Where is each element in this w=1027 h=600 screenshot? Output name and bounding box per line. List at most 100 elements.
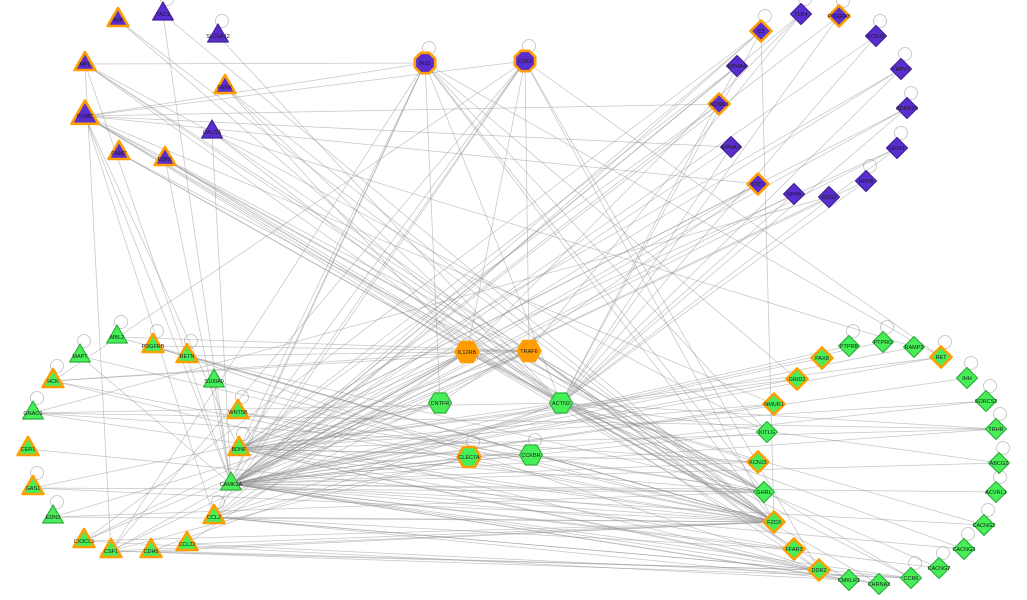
- edge-camk2a-abcg2: [230, 462, 1000, 485]
- node-label-ddr2: DDR2: [812, 568, 827, 574]
- edge-csf2-ccl2: [213, 60, 526, 518]
- node-cdh5[interactable]: [139, 537, 163, 559]
- node-mbl2[interactable]: [105, 324, 129, 344]
- node-kcnj5[interactable]: [864, 24, 888, 48]
- node-pdgfrb[interactable]: [141, 332, 165, 354]
- node-cacng3[interactable]: [952, 537, 976, 561]
- node-edn3[interactable]: [41, 504, 65, 524]
- node-label-adra2a: ADRA2A: [896, 106, 918, 112]
- node-csf2[interactable]: [513, 49, 537, 73]
- edge-camk2a-kcnj3: [230, 461, 759, 485]
- node-ccr6[interactable]: [899, 566, 923, 590]
- node-bdnf[interactable]: [227, 435, 251, 457]
- self-loop-sorcs2: [983, 379, 997, 393]
- node-epha7[interactable]: [719, 135, 743, 159]
- node-ccl22[interactable]: [175, 530, 199, 552]
- node-csf1[interactable]: [99, 537, 123, 559]
- node-mapt[interactable]: [68, 343, 92, 363]
- node-gria1[interactable]: [885, 136, 909, 160]
- node-label-il12rb: IL12RB: [458, 350, 477, 356]
- node-nppa[interactable]: [782, 182, 806, 206]
- node-calca[interactable]: [201, 119, 223, 139]
- node-cacng7[interactable]: [927, 556, 951, 580]
- node-mpl[interactable]: [73, 50, 97, 72]
- node-fzd3[interactable]: [762, 510, 786, 534]
- node-cntfr[interactable]: [427, 392, 453, 414]
- edge-csf2-hck: [52, 60, 526, 382]
- node-rgs2[interactable]: [817, 185, 841, 209]
- node-ddr2[interactable]: [807, 558, 831, 582]
- node-kitlg[interactable]: [755, 420, 779, 444]
- self-loop-trpv1: [898, 47, 912, 61]
- node-ccl2[interactable]: [202, 503, 226, 525]
- node-nppb[interactable]: [854, 169, 878, 193]
- node-tac1[interactable]: [152, 1, 174, 21]
- node-irs1[interactable]: [413, 51, 437, 75]
- node-tlr4[interactable]: [789, 2, 813, 26]
- node-label-epha4: EPHA4: [728, 64, 746, 70]
- node-traf6[interactable]: [516, 339, 542, 363]
- node-label-ihh: IHH: [962, 376, 972, 382]
- edge-gria1-actn2: [560, 147, 898, 404]
- node-chrna3[interactable]: [867, 572, 891, 596]
- edge-actn2-kcnj3: [560, 402, 759, 463]
- edge-traf6-camk2a: [230, 350, 530, 485]
- edge-nppa-camk2a: [230, 193, 795, 485]
- node-cx3cl1[interactable]: [72, 527, 96, 549]
- node-il12rb[interactable]: [454, 340, 480, 364]
- node-cacng2[interactable]: [972, 513, 996, 537]
- node-gas1[interactable]: [21, 474, 45, 496]
- node-label-ptpro: PTPRO: [874, 340, 894, 346]
- node-grid2[interactable]: [785, 367, 809, 391]
- node-ghrl[interactable]: [752, 480, 776, 504]
- node-retn[interactable]: [175, 342, 199, 364]
- node-avp[interactable]: [106, 6, 130, 28]
- node-s100a9[interactable]: [203, 368, 225, 388]
- node-clec7a[interactable]: [456, 445, 482, 469]
- node-trpv1[interactable]: [889, 57, 913, 81]
- node-label-camk2a: CAMK2A: [220, 482, 243, 488]
- node-actn2[interactable]: [548, 392, 574, 414]
- node-cckbr[interactable]: [518, 444, 544, 466]
- node-penk[interactable]: [213, 73, 237, 95]
- node-epha4[interactable]: [725, 54, 749, 78]
- edge-nppb-actn2: [560, 180, 867, 404]
- edge-c3-fzd3: [760, 30, 775, 523]
- node-ret[interactable]: [929, 345, 953, 369]
- node-pax8[interactable]: [810, 346, 834, 370]
- edge-wnt5b-fzd3: [237, 411, 775, 523]
- node-slc6a12[interactable]: [207, 23, 229, 43]
- node-acvrl1[interactable]: [984, 480, 1008, 504]
- edge-camk2a-cacng3: [230, 483, 965, 550]
- node-gnao1[interactable]: [22, 400, 45, 420]
- node-kcnk3[interactable]: [707, 92, 731, 116]
- node-cmklr1[interactable]: [837, 568, 861, 592]
- node-label-trhr: TRHR: [988, 427, 1003, 433]
- node-ptger3[interactable]: [827, 4, 851, 28]
- node-ptprb[interactable]: [837, 334, 861, 358]
- node-ptpro[interactable]: [871, 330, 895, 354]
- node-hck[interactable]: [41, 367, 65, 389]
- node-camk2a[interactable]: [220, 471, 242, 491]
- edge-actn2-cacng2: [560, 402, 985, 526]
- node-trhr[interactable]: [984, 417, 1008, 441]
- node-edn1[interactable]: [153, 145, 177, 167]
- node-cer1[interactable]: [16, 435, 40, 457]
- node-sorcs2[interactable]: [974, 389, 998, 413]
- node-nmur1[interactable]: [762, 392, 786, 416]
- node-ffar3[interactable]: [782, 537, 806, 561]
- node-abcg2[interactable]: [987, 451, 1011, 475]
- edge-epha4-bdnf: [238, 65, 738, 450]
- node-ramp3[interactable]: [902, 335, 926, 359]
- node-stc1[interactable]: [746, 172, 770, 196]
- node-ihh[interactable]: [955, 366, 979, 390]
- node-pnmt[interactable]: [107, 139, 131, 161]
- node-label-abcg2: ABCG2: [990, 461, 1009, 467]
- node-c3[interactable]: [749, 19, 773, 43]
- node-pomc[interactable]: [70, 99, 100, 126]
- edge-bdnf-kcnj3: [238, 448, 759, 463]
- node-wnt5b[interactable]: [226, 398, 250, 420]
- node-adra2a[interactable]: [895, 96, 919, 120]
- node-kcnj3[interactable]: [746, 450, 770, 474]
